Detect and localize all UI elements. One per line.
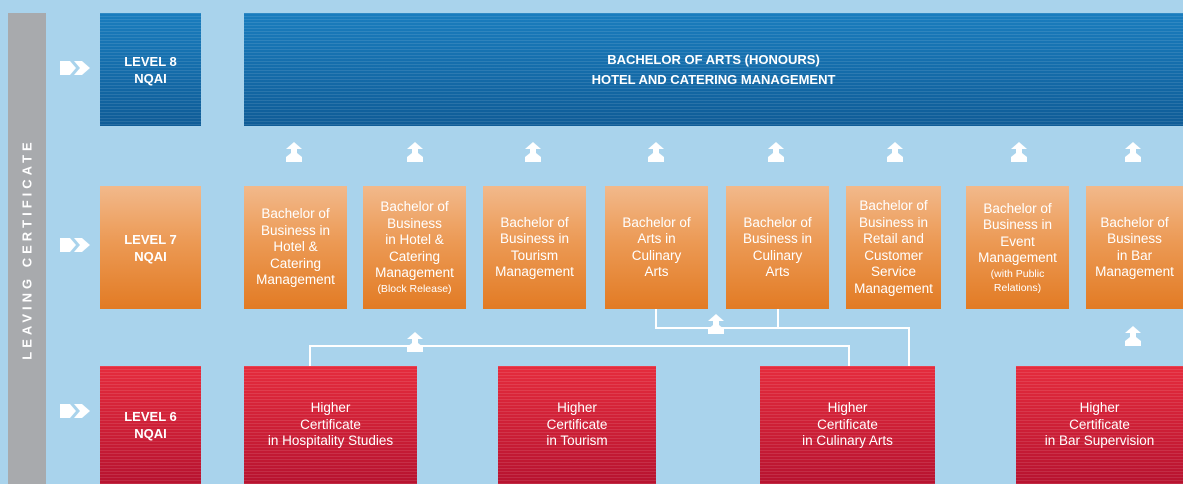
program-line: Tourism [510,247,559,263]
program-note: (Block Release) [377,282,452,295]
level-8-box: LEVEL 8 NQAI [100,13,201,126]
certificate-culinary-arts: Higher Certificate in Culinary Arts [760,366,935,484]
program-line: Bachelor of [983,200,1052,216]
program-line: Management [978,250,1057,265]
up-arrow-icon [407,332,423,352]
program-line: Bachelor of [859,198,928,213]
connector-line [309,345,311,366]
level-6-nqai: NQAI [134,426,167,441]
program-retail-customer-service: Bachelor of Business in Retail and Custo… [846,186,941,309]
connector-line [309,345,849,347]
certificate-line: in Bar Supervision [1044,433,1155,449]
program-line: Business in [499,231,570,246]
certificate-line: Certificate [300,416,361,432]
program-hotel-catering-block-release: Bachelor of Business in Hotel & Catering… [363,186,466,309]
level-8-title: LEVEL 8 [124,53,177,69]
level-7-title: LEVEL 7 [124,231,177,247]
up-arrow-icon [648,142,664,162]
program-line: Business in [982,217,1053,232]
program-line: Business [1107,231,1162,246]
program-line: Arts in [637,231,676,246]
connector-line [848,345,850,366]
program-line: Management [256,272,335,288]
connector-line [777,309,779,328]
up-arrow-icon [1011,142,1027,162]
program-line: Catering [388,248,441,264]
double-chevron-right-icon [60,238,90,252]
program-line: Hotel & [273,239,318,255]
program-line: Service [870,264,916,279]
program-line: Customer [864,247,923,263]
program-line: Bachelor of [743,214,812,230]
level-8-nqai: NQAI [134,70,167,86]
leaving-certificate-bar: LEAVING CERTIFICATE [8,13,46,484]
program-line: Retail and [863,231,924,246]
program-line: in Bar [1116,247,1153,263]
certificate-line: Certificate [817,416,878,432]
program-line: Management [854,280,933,296]
program-line: Management [1095,264,1174,279]
certificate-line: Higher [1079,400,1120,416]
up-arrow-icon [1125,326,1141,346]
up-arrow-icon [525,142,541,162]
connector-line [655,327,909,329]
certificate-line: Higher [557,400,597,416]
program-line: Culinary [752,247,803,263]
program-bar-management: Bachelor of Business in Bar Management [1086,186,1183,309]
level-8-program-line-2: HOTEL AND CATERING MANAGEMENT [591,71,836,87]
certificate-line: Certificate [1069,416,1130,432]
connector-line [655,309,657,328]
certificate-line: Higher [310,400,351,416]
program-line: Management [495,264,574,279]
certificate-line: Certificate [546,416,608,432]
double-chevron-right-icon [60,404,90,418]
program-line: Bachelor of [1100,214,1169,230]
program-line: Culinary [631,247,682,263]
program-line: Business in [260,222,331,238]
up-arrow-icon [286,142,302,162]
level-7-box: LEVEL 7 NQAI [100,186,201,309]
program-line: Event [1000,233,1035,249]
program-line: Bachelor of [500,214,569,230]
up-arrow-icon [887,142,903,162]
program-line: Business in [858,214,929,230]
level-8-program-line-1: BACHELOR OF ARTS (HONOURS) [607,51,820,67]
leaving-certificate-label: LEAVING CERTIFICATE [19,137,35,360]
program-line: Bachelor of [380,199,449,215]
program-line: Arts [644,264,669,279]
level-8-program: BACHELOR OF ARTS (HONOURS) HOTEL AND CAT… [244,13,1183,126]
up-arrow-icon [708,314,724,334]
certificate-line: in Hospitality Studies [267,433,394,449]
certificate-tourism: Higher Certificate in Tourism [498,366,656,484]
program-line: Bachelor of [622,214,691,230]
connector-line [908,327,910,366]
up-arrow-icon [1125,142,1141,162]
program-hotel-catering-management: Bachelor of Business in Hotel & Catering… [244,186,347,309]
level-6-title: LEVEL 6 [124,409,177,424]
certificate-hospitality-studies: Higher Certificate in Hospitality Studie… [244,366,417,484]
program-line: Catering [269,255,322,271]
program-line: Bachelor of [261,206,330,222]
program-arts-culinary-arts: Bachelor of Arts in Culinary Arts [605,186,708,309]
program-line: Business in [742,231,813,246]
program-line: Arts [765,264,790,279]
program-line: Business [387,215,442,231]
program-line: Management [375,265,454,281]
certificate-line: in Tourism [546,433,608,449]
program-business-culinary-arts: Bachelor of Business in Culinary Arts [726,186,829,309]
up-arrow-icon [407,142,423,162]
certificate-line: in Culinary Arts [802,433,893,449]
program-event-management: Bachelor of Business in Event Management… [966,186,1069,309]
program-line: in Hotel & [385,232,444,248]
certificate-bar-supervision: Higher Certificate in Bar Supervision [1016,366,1183,484]
program-note: (with Public Relations) [990,267,1045,294]
up-arrow-icon [768,142,784,162]
level-6-box: LEVEL 6 NQAI [100,366,201,484]
level-7-nqai: NQAI [134,248,167,264]
double-chevron-right-icon [60,61,90,75]
program-tourism-management: Bachelor of Business in Tourism Manageme… [483,186,586,309]
certificate-line: Higher [827,400,868,416]
